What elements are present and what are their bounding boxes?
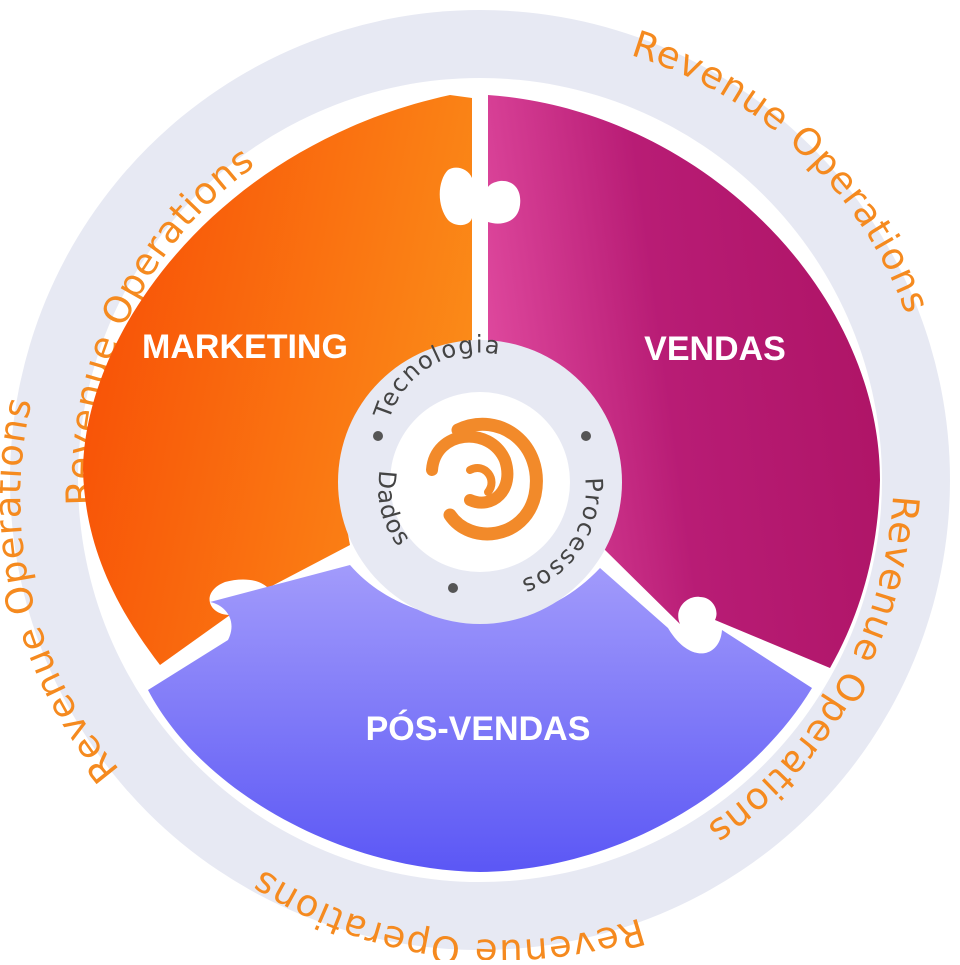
label-pos-vendas: PÓS-VENDAS: [366, 710, 591, 748]
segment-vendas: [488, 95, 880, 668]
dot-separator-icon: [581, 431, 591, 441]
label-marketing: MARKETING: [142, 328, 348, 366]
dot-separator-icon: [448, 583, 458, 593]
segment-marketing: [83, 95, 472, 665]
segment-pos-vendas: [148, 565, 812, 872]
label-vendas: VENDAS: [644, 330, 786, 368]
dot-separator-icon: [373, 431, 383, 441]
swirl-logo-icon: [426, 417, 543, 541]
